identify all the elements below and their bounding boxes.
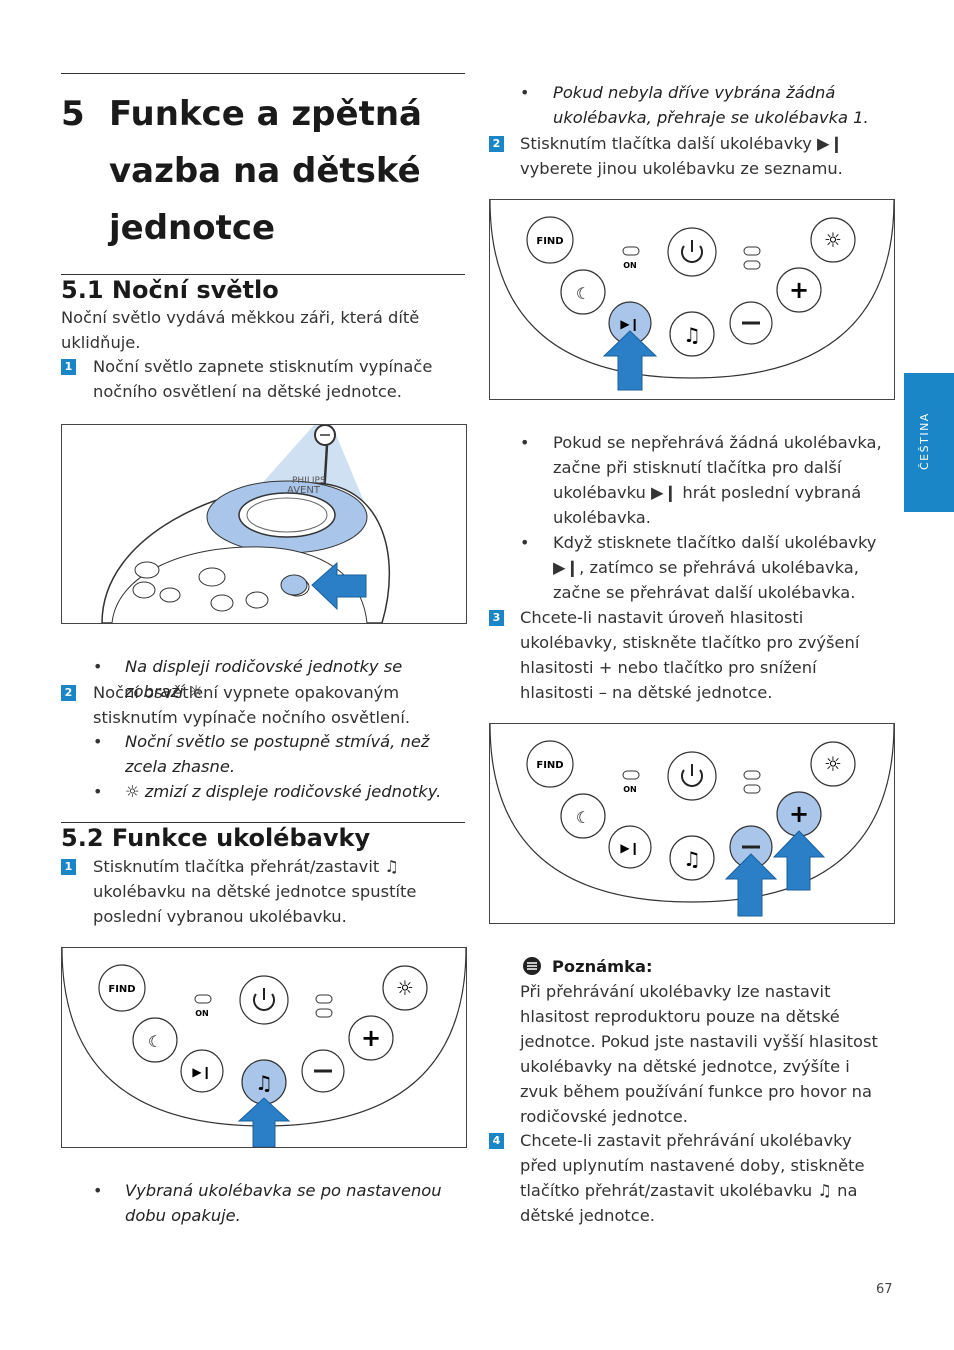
svg-text:☼: ☼ <box>396 976 414 1000</box>
svg-text:+: + <box>789 276 809 304</box>
svg-text:♫: ♫ <box>683 323 701 347</box>
svg-text:☾: ☾ <box>148 1032 162 1051</box>
step-number: 1 <box>61 859 76 875</box>
svg-text:+: + <box>361 1024 381 1052</box>
svg-text:☼: ☼ <box>824 228 842 252</box>
lullaby-play-figure: FIND ON ☼ ☾ + ▶❙ ♫ <box>61 947 467 1148</box>
find-label: FIND <box>536 236 563 247</box>
device-logo: AVENT <box>287 485 321 496</box>
on-label: ON <box>195 1009 209 1018</box>
night-light-bullet-2: Noční světlo se postupně stmívá, než zce… <box>125 732 430 776</box>
lullaby-step-4: Chcete-li zastavit přehrávání ukolébavky… <box>520 1131 865 1225</box>
night-light-bullet-1: Na displeji rodičovské jednotky se zobra… <box>125 657 403 701</box>
step-number: 2 <box>61 685 76 701</box>
lullaby-step-3: Chcete-li nastavit úroveň hlasitosti uko… <box>520 608 860 702</box>
lullaby-volume-figure: FIND ON ☼ ☾ + ▶❙ ♫ <box>489 723 895 924</box>
night-light-bullet-3: ☼ zmizí z displeje rodičovské jednotky. <box>125 782 442 801</box>
lullaby-next-figure: FIND ON ☼ ☾ + ▶❙ ♫ <box>489 199 895 400</box>
svg-text:♫: ♫ <box>255 1071 273 1095</box>
svg-text:▶❙: ▶❙ <box>620 317 639 331</box>
note-text: Při přehrávání ukolébavky lze nastavit h… <box>520 982 878 1126</box>
bullet-marker: • <box>93 657 103 676</box>
lullaby-step-1: Stisknutím tlačítka přehrát/zastavit ♫ u… <box>93 857 417 926</box>
chapter-number: 5 <box>61 94 85 134</box>
bullet-marker: • <box>93 732 103 751</box>
section-heading-lullaby: 5.2 Funkce ukolébavky <box>61 824 371 852</box>
step-number: 2 <box>489 136 504 152</box>
svg-text:☾: ☾ <box>576 808 590 827</box>
night-light-figure: PHILIPS AVENT <box>61 424 467 624</box>
step-number: 1 <box>61 359 76 375</box>
find-label: FIND <box>536 760 563 771</box>
night-light-step-1: Noční světlo zapnete stisknutím vypínače… <box>93 357 433 401</box>
lullaby-bullet-3: Když stisknete tlačítko další ukolébavky… <box>553 533 877 602</box>
lullaby-step-2: Stisknutím tlačítka další ukolébavky ▶❙ … <box>520 134 844 178</box>
note-title: Poznámka: <box>552 957 653 976</box>
page-number: 67 <box>876 1282 893 1297</box>
lullaby-bullet-1: Vybraná ukolébavka se po nastavenou dobu… <box>125 1181 442 1225</box>
bullet-marker: • <box>93 1181 103 1200</box>
svg-text:▶❙: ▶❙ <box>192 1065 211 1079</box>
svg-text:♫: ♫ <box>683 847 701 871</box>
step-number: 3 <box>489 610 504 626</box>
bullet-marker: • <box>93 782 103 801</box>
device-brand: PHILIPS <box>292 476 326 486</box>
language-tab <box>904 373 954 512</box>
bullet-marker: • <box>520 533 530 552</box>
lullaby-bullet-top: Pokud nebyla dříve vybrána žádná ukoléba… <box>553 83 869 127</box>
chapter-title: Funkce a zpětná vazba na dětské jednotce <box>109 94 422 248</box>
svg-text:+: + <box>789 800 809 828</box>
language-tab-label: ČEŠTINA <box>918 412 931 470</box>
svg-text:☼: ☼ <box>824 752 842 776</box>
note-icon <box>522 956 542 976</box>
bullet-marker: • <box>520 433 530 452</box>
step-number: 4 <box>489 1133 504 1149</box>
section-heading-night-light: 5.1 Noční světlo <box>61 276 279 304</box>
lullaby-bullet-2: Pokud se nepřehrává žádná ukolébavka, za… <box>553 433 882 527</box>
find-label: FIND <box>108 984 135 995</box>
on-label: ON <box>623 785 637 794</box>
night-light-intro: Noční světlo vydává měkkou záři, která d… <box>61 308 420 352</box>
bullet-marker: • <box>520 83 530 102</box>
night-light-step-2: Noční osvětlení vypnete opakovaným stisk… <box>93 683 411 727</box>
svg-text:☾: ☾ <box>576 284 590 303</box>
svg-text:▶❙: ▶❙ <box>620 841 639 855</box>
on-label: ON <box>623 261 637 270</box>
